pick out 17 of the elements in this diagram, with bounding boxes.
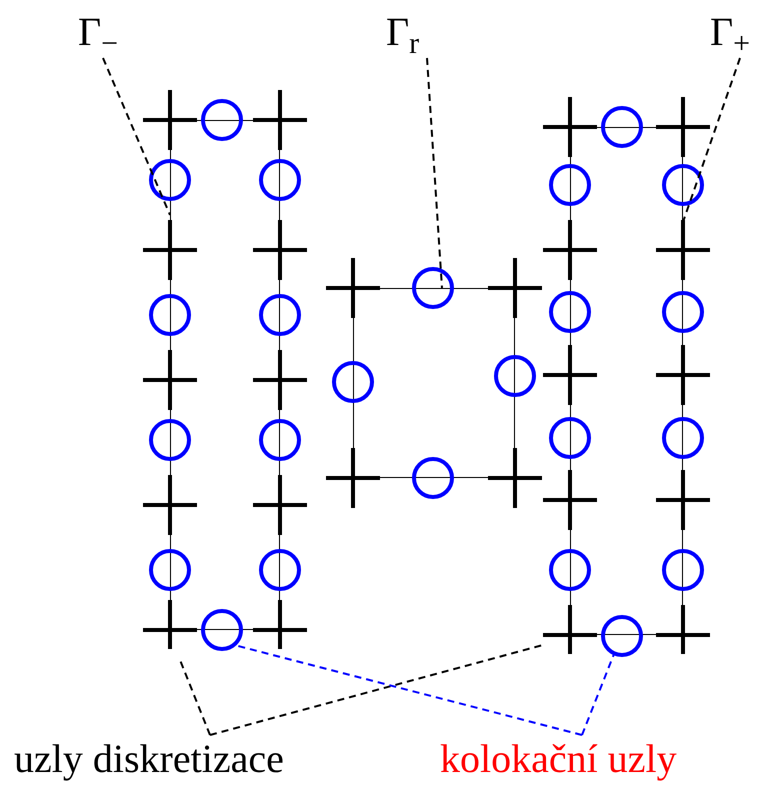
boundary-rectangle xyxy=(353,288,515,478)
leader-line xyxy=(179,660,211,736)
leader-line xyxy=(426,58,443,288)
boundary-rectangle xyxy=(170,120,280,630)
leader-line xyxy=(102,58,171,216)
label-text: Γ$_{−}$ xyxy=(78,8,148,58)
leader-line xyxy=(210,644,544,736)
label-text: Γ$_{r}$ xyxy=(386,8,456,58)
label-text: kolokační uzly xyxy=(440,735,765,783)
collocation-node-circle xyxy=(601,615,643,657)
collocation-node-circle xyxy=(201,609,243,651)
boundary-rectangle xyxy=(570,127,683,635)
leader-line xyxy=(238,645,582,736)
label-text: uzly diskretizace xyxy=(14,735,384,783)
label-text: Γ$_{+}$ xyxy=(710,8,770,58)
leader-line xyxy=(682,58,741,222)
leader-line xyxy=(581,654,615,736)
